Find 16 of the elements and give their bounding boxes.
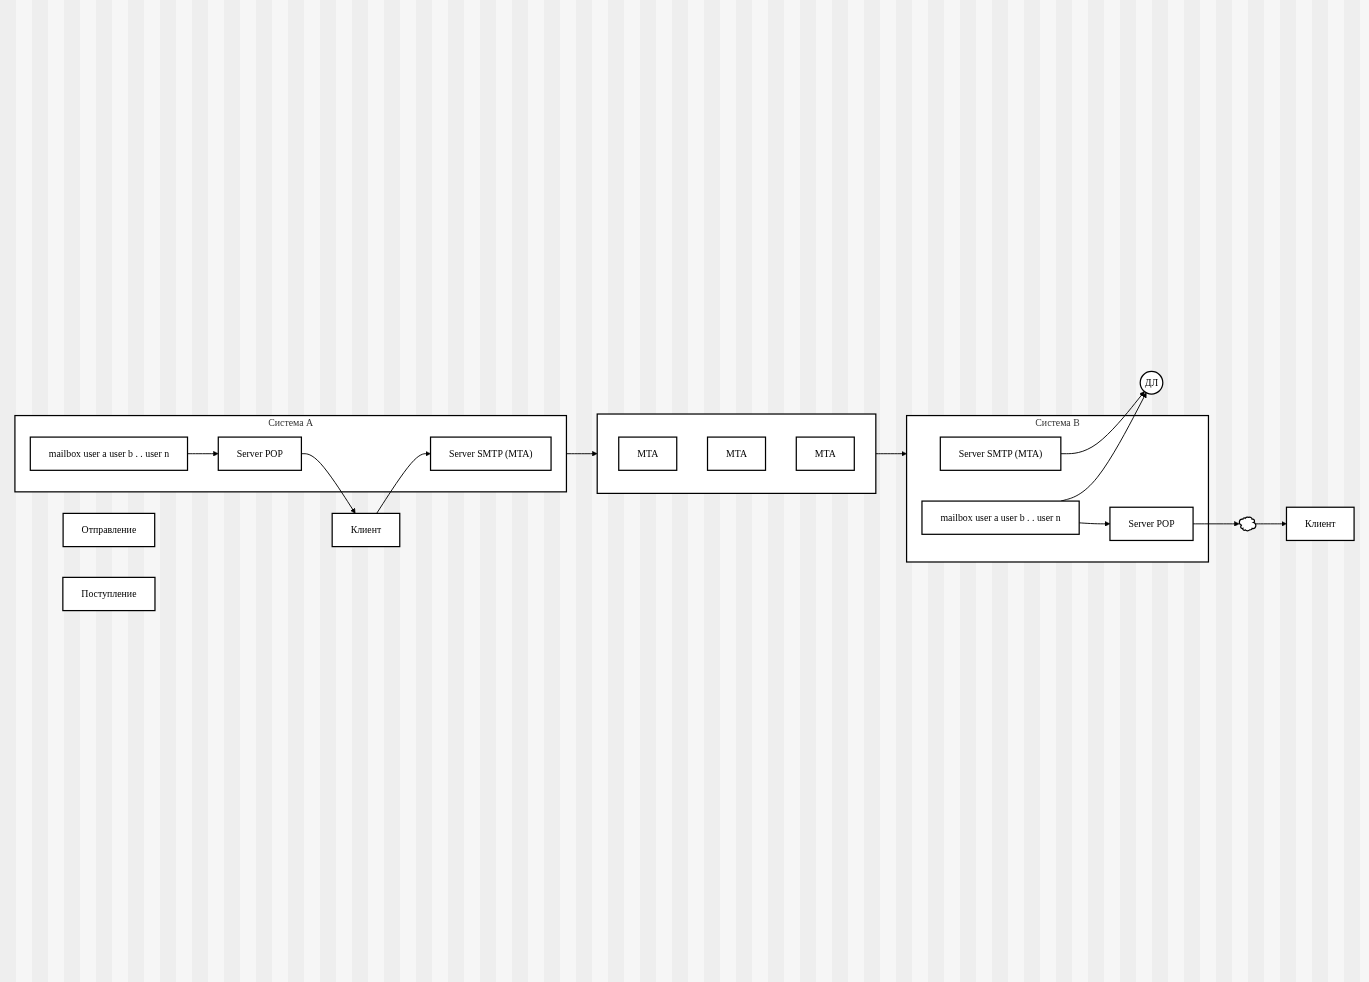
cluster [596,413,877,494]
node-box: Server SMTP (MTA) [429,436,552,471]
node-cloud [1238,516,1257,532]
node-box: Клиент [331,512,401,548]
node-box: Server SMTP (MTA) [939,436,1062,471]
node-circle: ДЛ [1139,370,1164,395]
node-box: Поступление [62,576,156,612]
node-box: Server POP [217,436,303,471]
node-box: MTA [795,436,855,471]
node-box: mailbox user a user b . . user n [921,500,1080,535]
node-box: Клиент [1285,506,1355,542]
node-box: mailbox user a user b . . user n [29,436,189,471]
node-box: Отправление [62,512,156,548]
node-box: MTA [618,436,678,471]
node-box: MTA [706,436,767,471]
node-box: Server POP [1109,506,1194,542]
